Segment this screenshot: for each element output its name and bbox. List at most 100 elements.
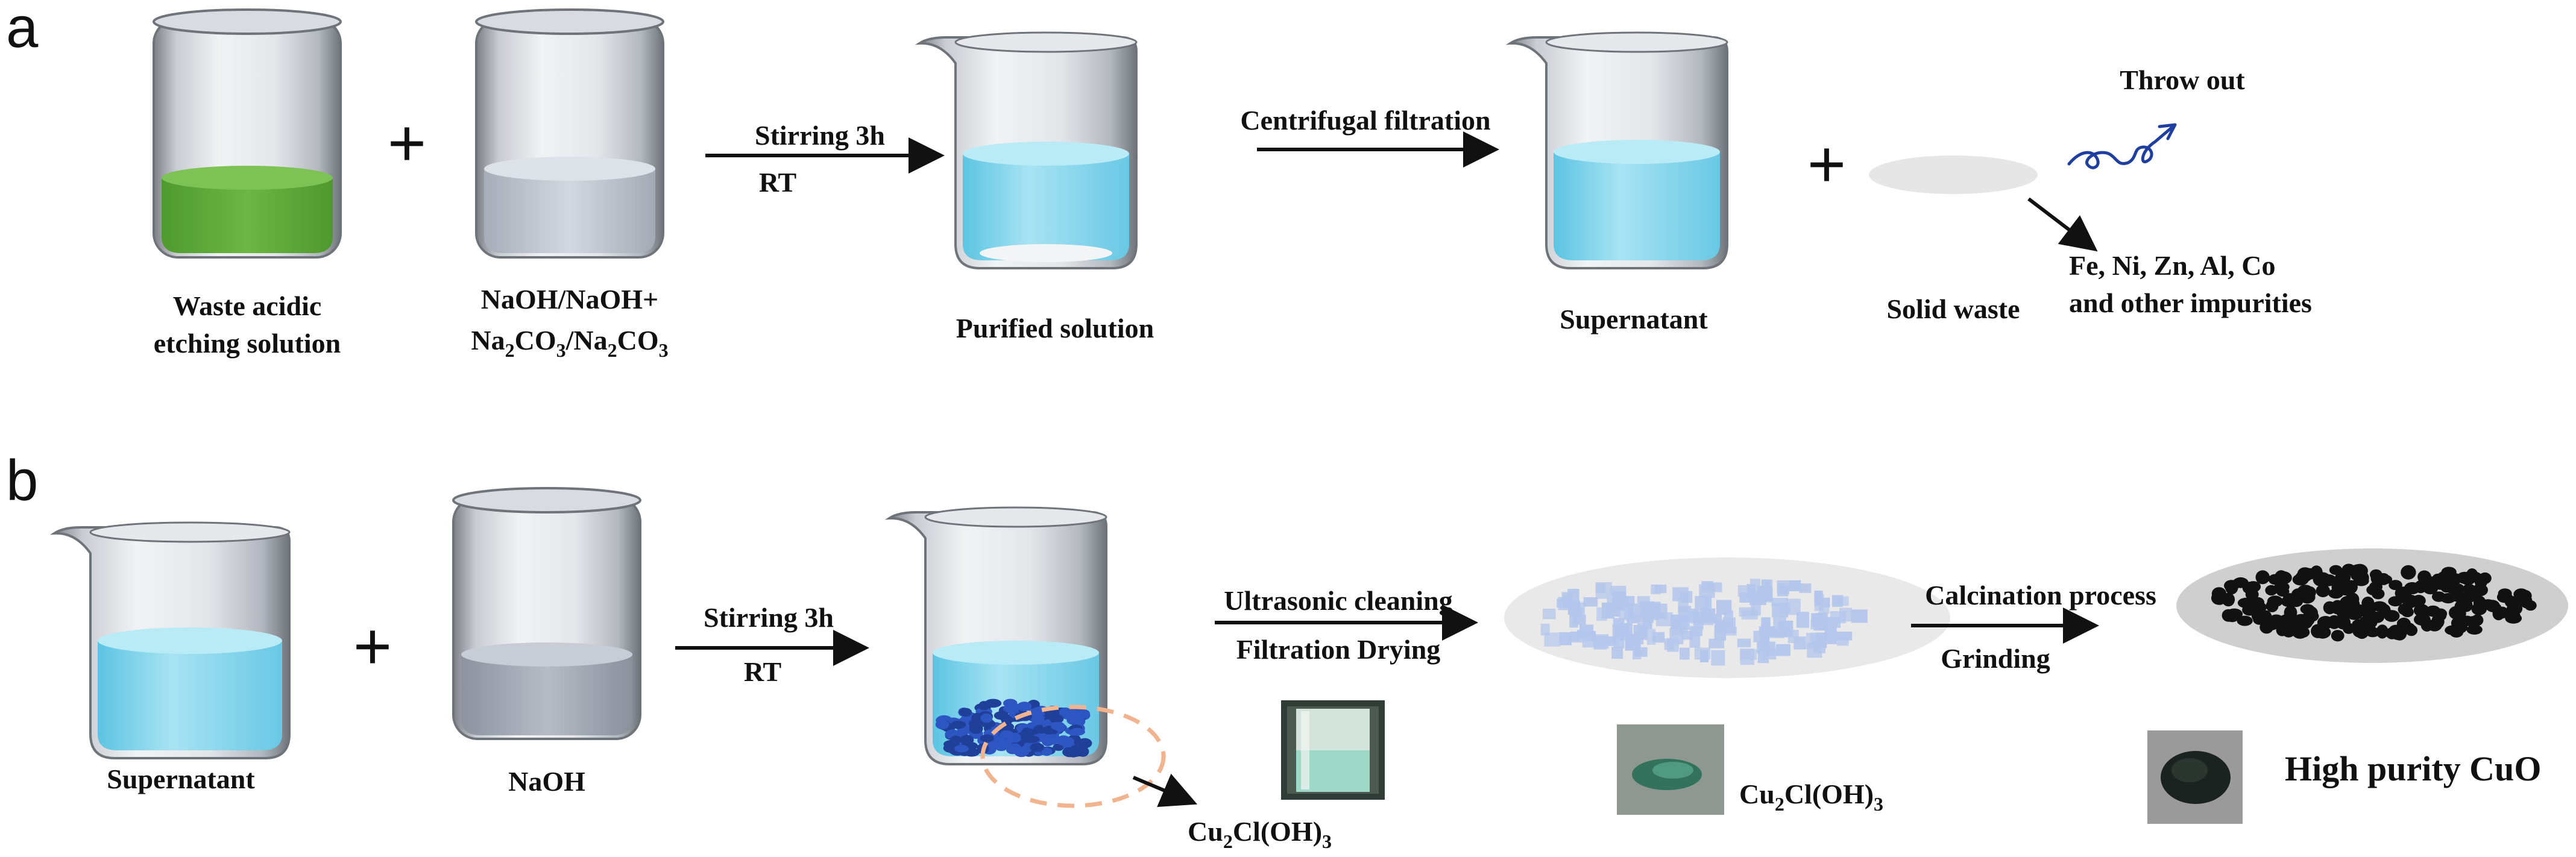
- label-precipitate: Cu2Cl(OH)3: [1188, 816, 1332, 852]
- cu2cloh3-flake: [1722, 617, 1736, 633]
- cu2cloh3-flake: [1788, 580, 1801, 591]
- cu2cloh3-flake: [1610, 586, 1627, 597]
- arrow-a1-bottom-label: RT: [759, 167, 796, 198]
- beaker-naoh-b: [452, 487, 641, 740]
- cu2cloh3-flake: [1680, 591, 1693, 603]
- cu2cloh3-flake: [1741, 609, 1758, 620]
- cuo-particle: [2404, 582, 2420, 595]
- cuo-particle: [2352, 624, 2365, 638]
- beaker-supernatant-b: [49, 521, 291, 759]
- cu2cloh3-flake: [1666, 638, 1679, 652]
- cu2cloh3-flake: [1777, 585, 1789, 597]
- cuo-particle: [2498, 588, 2512, 598]
- precipitate-dashed-highlight: [980, 705, 1166, 808]
- precipitate-pellet: [1050, 714, 1064, 724]
- cu2cloh3-flake: [1799, 583, 1812, 593]
- solid-waste-dish: [1869, 155, 2038, 194]
- cuo-particle: [2411, 595, 2426, 607]
- cuo-particle: [2432, 591, 2446, 602]
- precipitate-pellet: [943, 743, 959, 753]
- cuo-particle: [2478, 572, 2492, 585]
- arrow-b1-bottom-label: RT: [744, 656, 781, 687]
- precipitate-pellet: [994, 711, 1009, 720]
- cu2cloh3-flake: [1711, 614, 1722, 623]
- cu2cloh3-particles: [1540, 579, 1868, 666]
- precipitate-pellet: [1059, 707, 1072, 717]
- cu2cloh3-flake: [1559, 632, 1572, 645]
- arrow-b2-bottom-label: Filtration Drying: [1236, 634, 1441, 665]
- cu2cloh3-flake: [1780, 604, 1791, 614]
- cuo-particle: [2376, 624, 2389, 639]
- cu2cloh3-flake: [1793, 636, 1806, 650]
- cuo-particle: [2420, 618, 2433, 632]
- cuo-particles: [2211, 563, 2537, 642]
- beaker-supernatant-a: [1505, 31, 1728, 269]
- cu2cloh3-flake: [1753, 630, 1770, 642]
- cu2cloh3-flake: [1680, 647, 1690, 660]
- cu2cloh3-flake: [1811, 613, 1827, 627]
- label-cu2cloh3: Cu2Cl(OH)3: [1739, 779, 1883, 815]
- beaker-precipitate: [884, 506, 1107, 765]
- cu2cloh3-flake: [1761, 617, 1771, 633]
- label-supernatant-a: Supernatant: [1560, 304, 1708, 334]
- cu2cloh3-flake: [1584, 633, 1596, 642]
- photo-cuo-powder: [2147, 730, 2243, 824]
- precipitate-pellet: [980, 713, 993, 723]
- cuo-particle: [2275, 571, 2292, 585]
- cuo-particle: [2433, 609, 2447, 621]
- cuo-particle: [2299, 590, 2316, 604]
- cuo-particle: [2431, 573, 2444, 586]
- cu2cloh3-flake: [1749, 593, 1766, 605]
- cuo-particle: [2492, 607, 2505, 621]
- cuo-particle: [2398, 603, 2411, 615]
- label-naoh-b: NaOH: [508, 766, 585, 797]
- precipitate-pellet: [954, 744, 969, 753]
- panel-a-label: a: [6, 0, 39, 60]
- cuo-particle: [2396, 617, 2411, 630]
- cuo-particle: [2401, 565, 2416, 580]
- cu2cloh3-flake: [1816, 632, 1827, 648]
- precipitate-pellet: [959, 708, 972, 717]
- cuo-particle: [2366, 585, 2381, 595]
- cuo-particle: [2237, 597, 2255, 609]
- precipitate-pellet: [935, 720, 949, 730]
- label-waste-acidic-line1: Waste acidic: [173, 290, 322, 321]
- cuo-particle: [2361, 596, 2375, 610]
- cuo-particle: [2463, 583, 2476, 594]
- cu2cloh3-flake: [1711, 650, 1725, 666]
- precipitate-pellet: [1008, 743, 1022, 754]
- precipitate-pellet: [1056, 735, 1071, 746]
- cu2cloh3-flake: [1851, 609, 1868, 623]
- cuo-particle: [2413, 604, 2430, 617]
- cu2cloh3-flake: [1569, 614, 1578, 628]
- precipitate-pellet: [980, 734, 994, 742]
- plus-sign-a1: +: [388, 106, 426, 180]
- cuo-particle: [2445, 580, 2458, 594]
- cu2cloh3-flake: [1633, 625, 1648, 640]
- beaker-purified-solution: [915, 31, 1138, 269]
- cu2cloh3-flake: [1563, 594, 1573, 607]
- label-high-purity-cuo: High purity CuO: [2285, 749, 2541, 788]
- label-supernatant-b: Supernatant: [107, 764, 255, 794]
- cuo-particle: [2389, 580, 2402, 591]
- precipitate-pellet: [971, 712, 983, 724]
- cu2cloh3-flake: [1687, 610, 1699, 620]
- precipitate-pellet: [1003, 705, 1019, 713]
- cu2cloh3-flake: [1839, 607, 1852, 622]
- arrow-a2-top-label: Centrifugal filtration: [1240, 105, 1490, 136]
- cu2cloh3-flake: [1633, 650, 1642, 660]
- cuo-particle: [2471, 614, 2484, 626]
- cu2cloh3-flake: [1593, 634, 1609, 649]
- cu2cloh3-flake: [1575, 602, 1585, 615]
- precipitate-pellet: [950, 735, 962, 744]
- precipitate-pellet: [1030, 708, 1044, 717]
- precipitate-pellet: [1066, 747, 1081, 758]
- cu2cloh3-flake: [1708, 638, 1725, 648]
- cuo-particle: [2232, 577, 2249, 588]
- cuo-particle: [2519, 594, 2533, 609]
- cu2cloh3-flake: [1716, 600, 1732, 615]
- precipitate-pellet: [1066, 715, 1079, 725]
- cu2cloh3-flake: [1612, 595, 1625, 611]
- cuo-particle: [2266, 619, 2279, 630]
- cuo-particle: [2245, 589, 2259, 600]
